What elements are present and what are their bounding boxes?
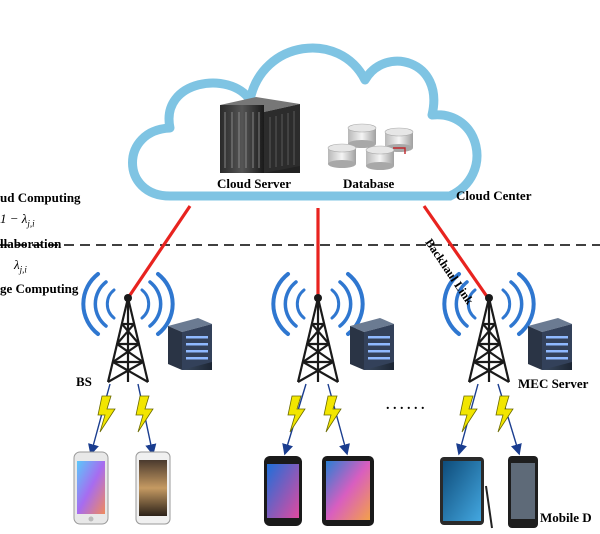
cloud-icon bbox=[128, 43, 482, 201]
cloud-computing-label: ud Computing bbox=[0, 190, 81, 205]
database-icon bbox=[327, 123, 414, 170]
collaboration-label: llaboration bbox=[0, 236, 62, 251]
backhaul-link-1 bbox=[126, 205, 192, 299]
tablet-icon bbox=[440, 457, 493, 529]
edge-ratio-text: λ bbox=[14, 257, 20, 272]
backhaul-links bbox=[126, 205, 490, 299]
cloud-ratio-subscript: j,i bbox=[27, 218, 35, 229]
cloud-ratio-text: 1 − λ bbox=[0, 211, 28, 226]
cloud-ratio-label: 1 − λj,i bbox=[0, 211, 35, 229]
edge-ratio-label: λj,i bbox=[14, 257, 27, 275]
mobile-device-label: Mobile D bbox=[540, 510, 592, 525]
database-label: Database bbox=[343, 176, 395, 191]
mec-server-icon bbox=[350, 318, 394, 370]
server-rack-icon bbox=[220, 97, 300, 173]
smartphone-icon bbox=[508, 456, 538, 528]
antenna-tower-icon bbox=[81, 272, 175, 384]
edge-computing-label: ge Computing bbox=[0, 281, 79, 296]
smartphone-icon bbox=[135, 451, 171, 525]
edge-ratio-subscript: j,i bbox=[19, 264, 27, 275]
ellipsis: . . . . . . bbox=[386, 398, 425, 413]
mec-server-icon bbox=[168, 318, 212, 370]
wireless-links bbox=[88, 383, 522, 456]
mec-server-label: MEC Server bbox=[518, 376, 589, 391]
mec-server-icon bbox=[528, 318, 572, 370]
tablet-icon bbox=[322, 456, 374, 526]
backhaul-link-3 bbox=[422, 205, 490, 299]
cloud-server-label: Cloud Server bbox=[217, 176, 292, 191]
smartphone-icon bbox=[73, 451, 109, 525]
bs-label: BS bbox=[76, 374, 92, 389]
smartphone-icon bbox=[264, 456, 302, 526]
lightning-icon bbox=[97, 395, 514, 433]
cloud-center-label: Cloud Center bbox=[456, 188, 532, 203]
